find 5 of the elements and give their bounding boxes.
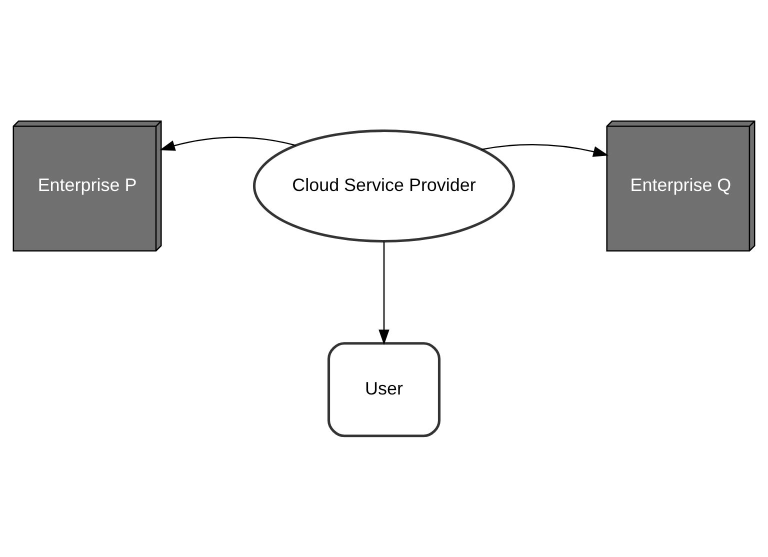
arrow xyxy=(481,144,609,157)
arrow xyxy=(378,242,390,346)
node-box: User xyxy=(327,342,441,438)
arrow xyxy=(160,136,296,151)
node-ellipse: Cloud Service Provider xyxy=(252,130,516,243)
